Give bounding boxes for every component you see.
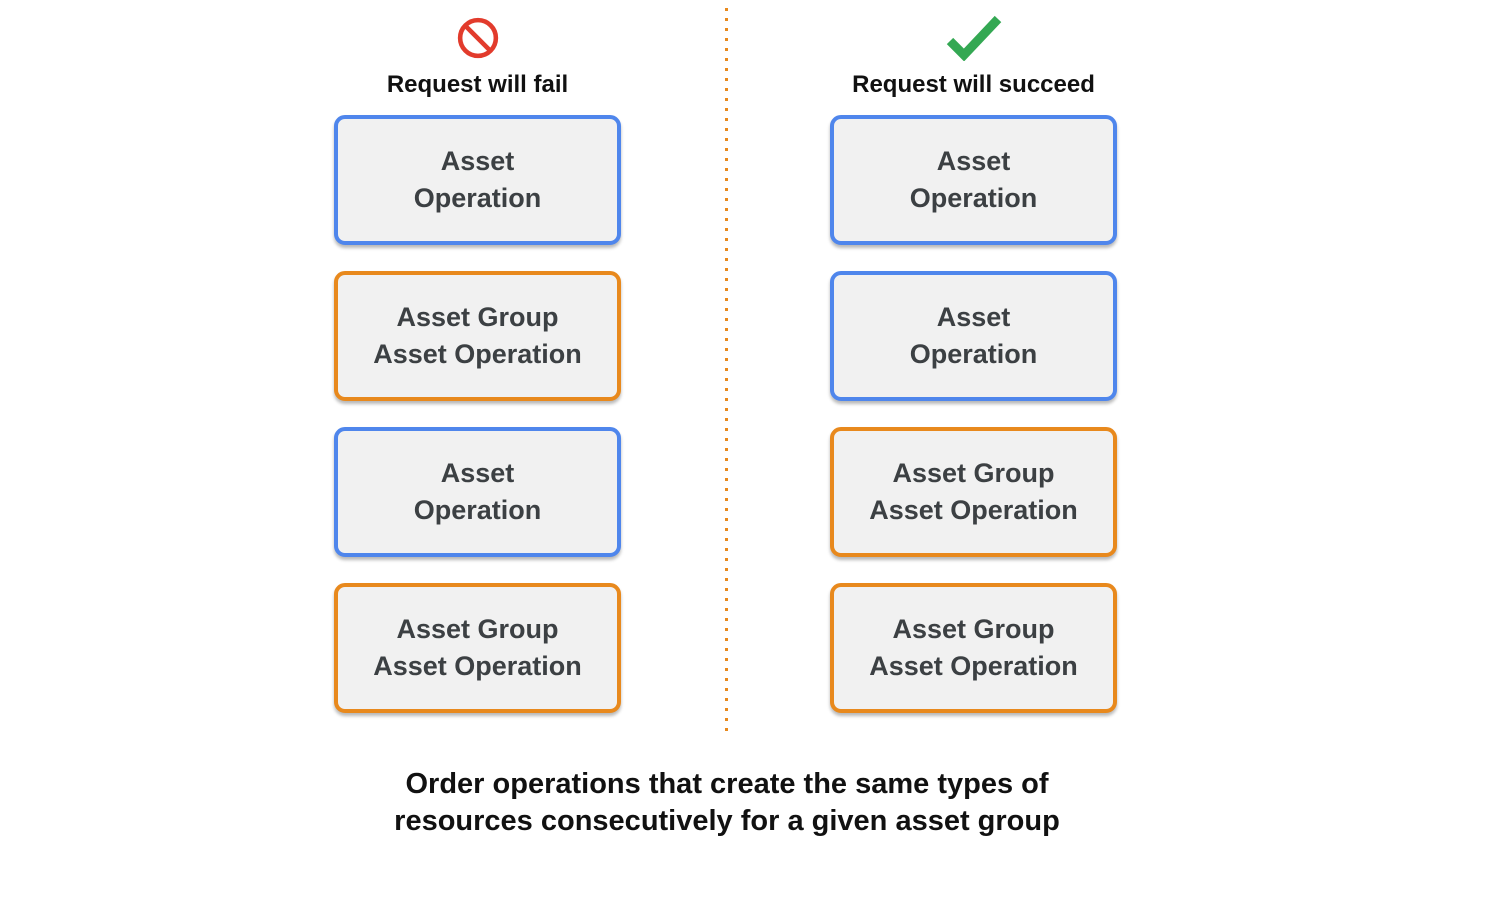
box-label: Asset Operation: [413, 458, 542, 525]
box-label: Asset Group Asset Operation: [373, 302, 582, 369]
box-label: Asset Group Asset Operation: [869, 614, 1078, 681]
box-label: Asset Operation: [909, 146, 1038, 213]
checkmark-icon: [945, 14, 1003, 62]
asset-operation-box: Asset Operation: [830, 115, 1117, 245]
succeed-column: Request will succeed Asset Operation Ass…: [830, 14, 1117, 713]
prohibition-icon: [456, 14, 500, 62]
asset-group-asset-operation-box: Asset Group Asset Operation: [830, 427, 1117, 557]
box-label: Asset Group Asset Operation: [869, 458, 1078, 525]
box-label: Asset Operation: [413, 146, 542, 213]
asset-group-asset-operation-box: Asset Group Asset Operation: [334, 583, 621, 713]
asset-group-asset-operation-box: Asset Group Asset Operation: [334, 271, 621, 401]
fail-column-title: Request will fail: [386, 71, 569, 98]
diagram-caption: Order operations that create the same ty…: [394, 768, 1060, 837]
box-label: Asset Operation: [909, 302, 1038, 369]
box-label: Asset Group Asset Operation: [373, 614, 582, 681]
asset-operation-box: Asset Operation: [334, 427, 621, 557]
succeed-column-title: Request will succeed: [852, 71, 1095, 98]
fail-column: Request will fail Asset Operation Asset …: [334, 14, 621, 713]
asset-group-asset-operation-box: Asset Group Asset Operation: [830, 583, 1117, 713]
column-divider: [725, 8, 728, 738]
asset-operation-box: Asset Operation: [334, 115, 621, 245]
asset-operation-box: Asset Operation: [830, 271, 1117, 401]
